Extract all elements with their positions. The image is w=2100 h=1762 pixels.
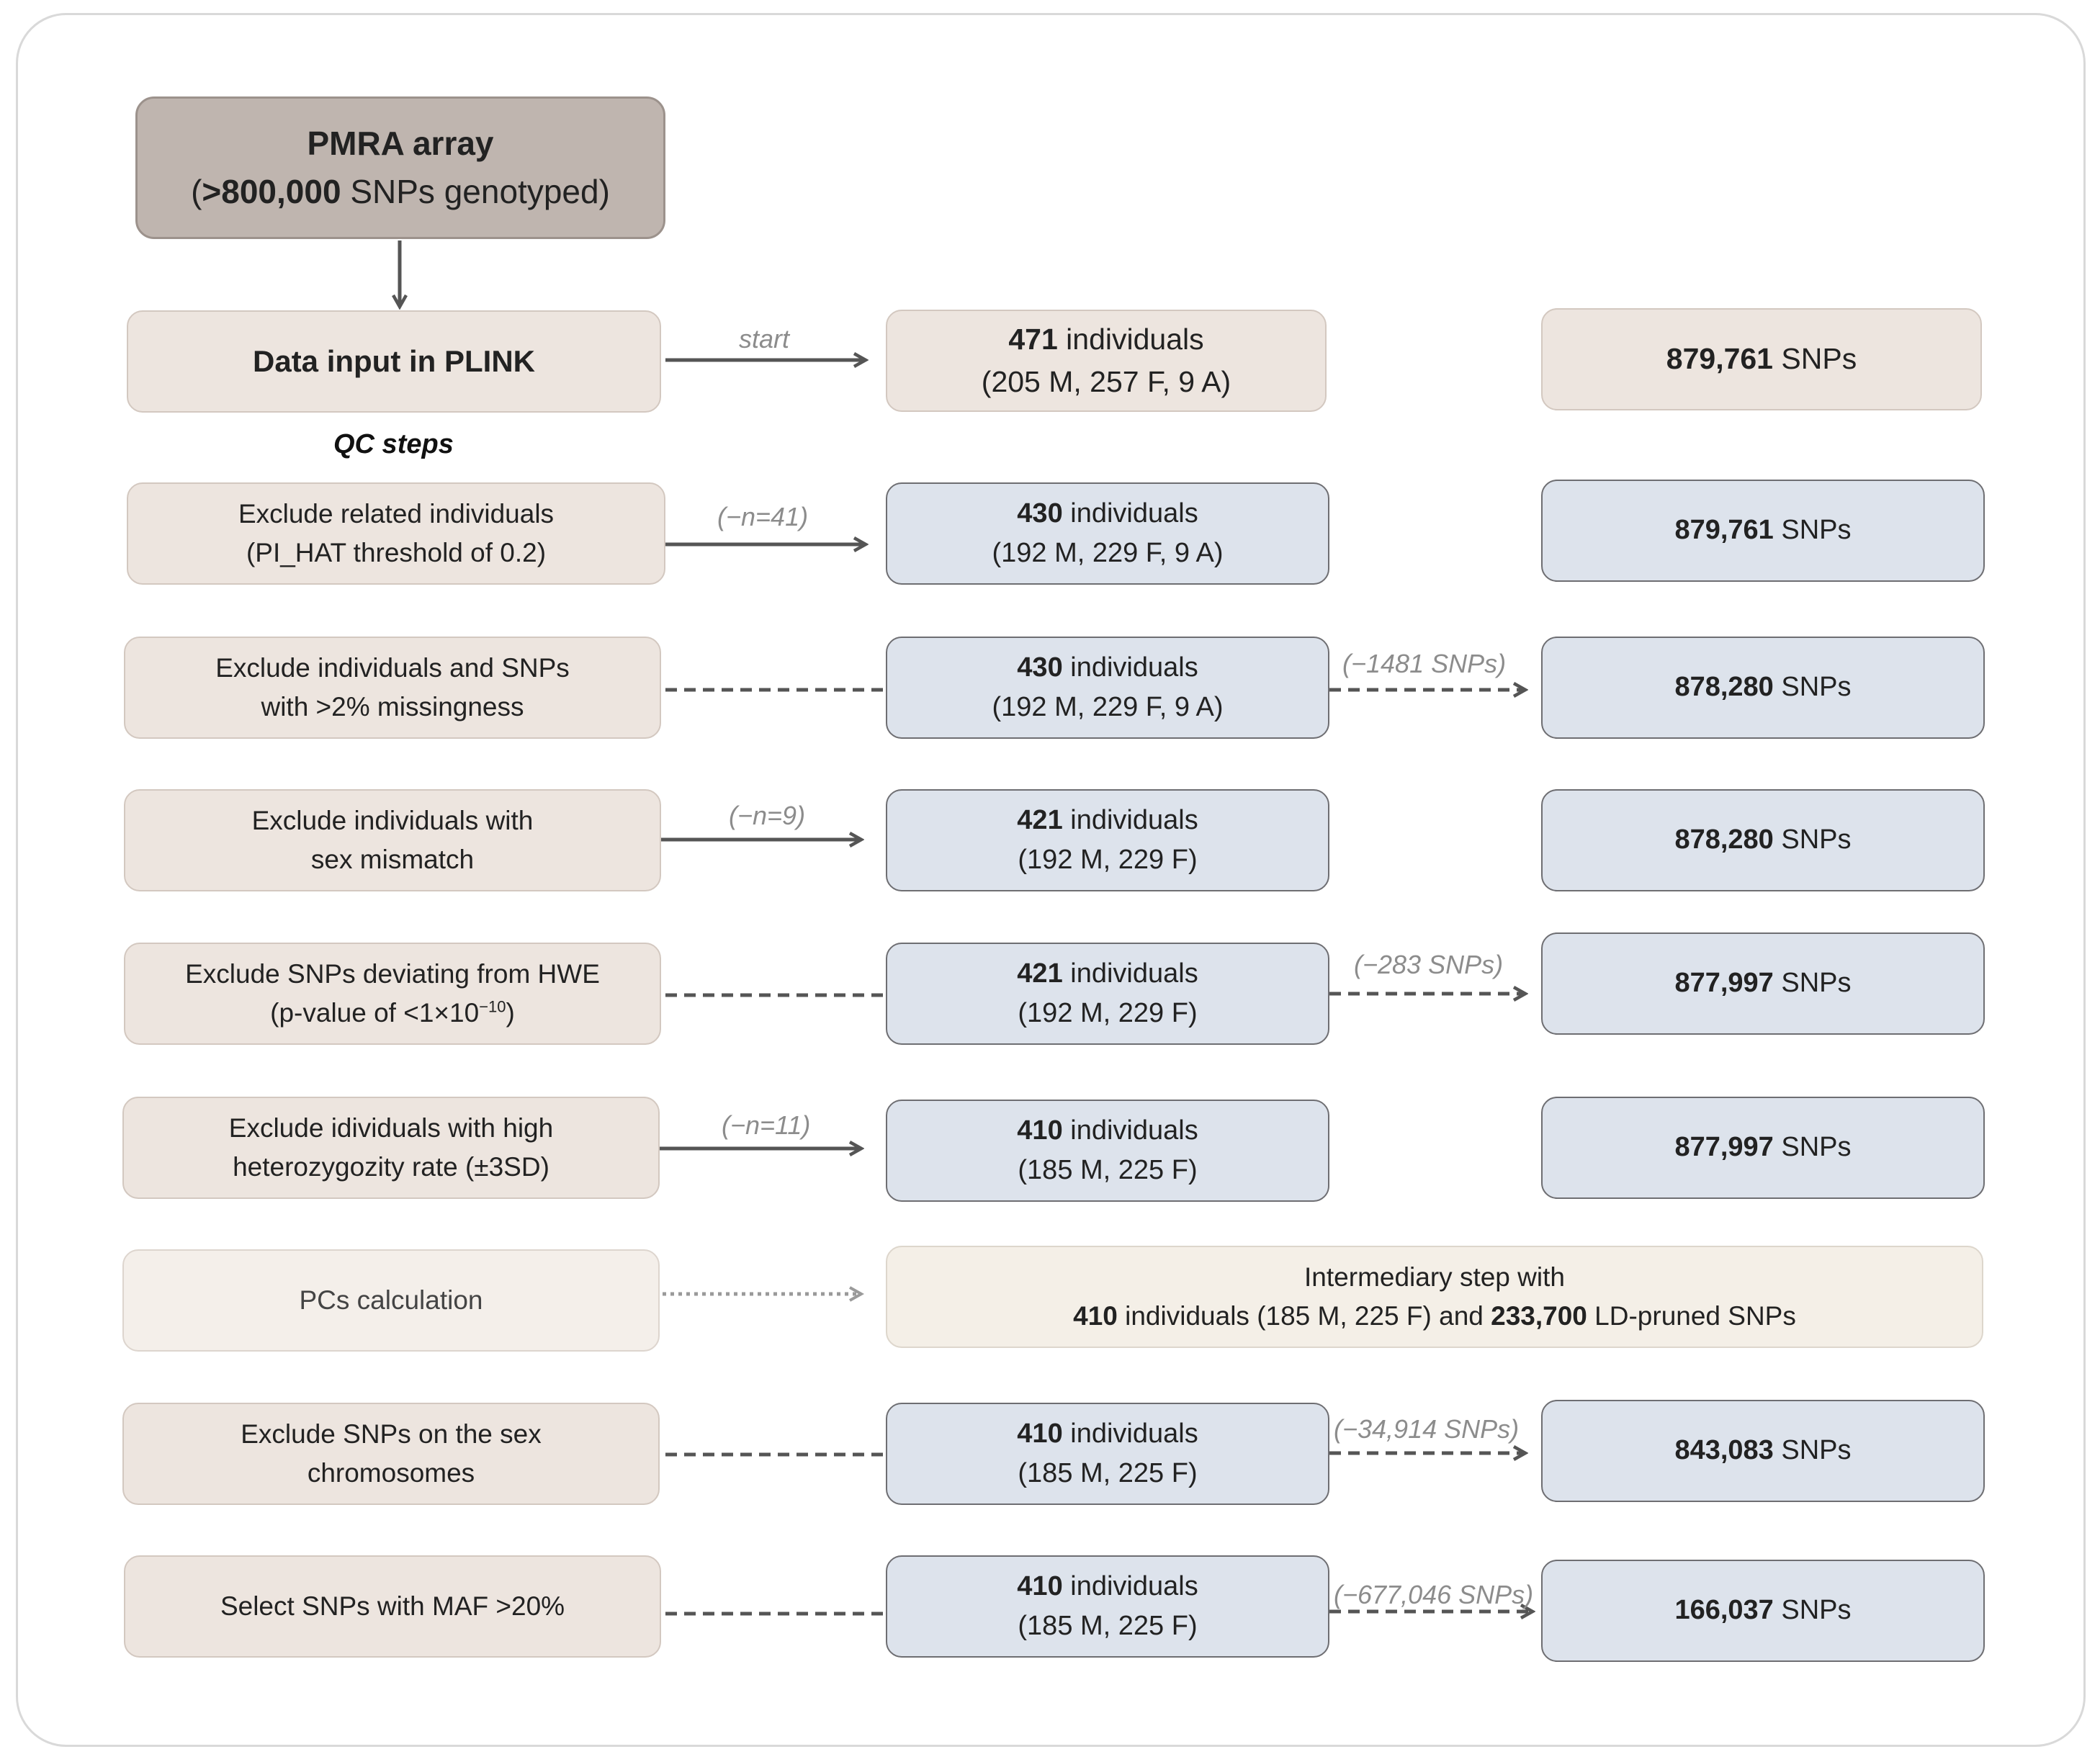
snps-box: 877,997 SNPs <box>1541 932 1985 1035</box>
individuals-box: 410 individuals (185 M, 225 F) <box>886 1555 1329 1658</box>
pmra-title: PMRA array <box>307 125 494 163</box>
individuals-box: 421 individuals (192 M, 229 F) <box>886 789 1329 891</box>
qc-steps-heading: QC steps <box>333 429 454 459</box>
label-hwe-snps: (−283 SNPs) <box>1354 950 1504 979</box>
snps-box: 166,037 SNPs <box>1541 1560 1985 1662</box>
step-related: Exclude related individuals(PI_HAT thres… <box>127 482 665 585</box>
pmra-array-box: PMRA array (>800,000 SNPs genotyped) <box>135 96 665 239</box>
individuals-box: 430 individuals (192 M, 229 F, 9 A) <box>886 482 1329 585</box>
snps-box: 877,997 SNPs <box>1541 1097 1985 1199</box>
snps-box: 879,761 SNPs <box>1541 480 1985 582</box>
step-data-input: Data input in PLINK <box>127 310 661 413</box>
individuals-box: 410 individuals (185 M, 225 F) <box>886 1403 1329 1505</box>
label-sex-mismatch: (−n=9) <box>729 801 806 830</box>
label-related: (−n=41) <box>717 502 809 531</box>
label-start: start <box>739 324 790 354</box>
snps-box: 843,083 SNPs <box>1541 1400 1985 1502</box>
snps-box: 878,280 SNPs <box>1541 637 1985 739</box>
label-het: (−n=11) <box>722 1110 811 1140</box>
snps-box: 878,280 SNPs <box>1541 789 1985 891</box>
step-hwe: Exclude SNPs deviating from HWE (p-value… <box>124 943 661 1045</box>
individuals-box: 471 individuals (205 M, 257 F, 9 A) <box>886 310 1327 412</box>
snps-box: 879,761 SNPs <box>1541 308 1982 410</box>
label-sexchr-snps: (−34,914 SNPs) <box>1334 1414 1520 1444</box>
intermediary-step-box: Intermediary step with 410 individuals (… <box>886 1246 1983 1348</box>
step-pcs-calculation: PCs calculation <box>122 1249 660 1352</box>
label-missing-snps: (−1481 SNPs) <box>1342 649 1507 678</box>
label-maf-snps: (−677,046 SNPs) <box>1334 1580 1534 1609</box>
individuals-box: 410 individuals (185 M, 225 F) <box>886 1100 1329 1202</box>
step-maf: Select SNPs with MAF >20% <box>124 1555 661 1658</box>
pmra-subtitle: (>800,000 SNPs genotyped) <box>191 173 610 210</box>
individuals-box: 430 individuals (192 M, 229 F, 9 A) <box>886 637 1329 739</box>
individuals-box: 421 individuals (192 M, 229 F) <box>886 943 1329 1045</box>
